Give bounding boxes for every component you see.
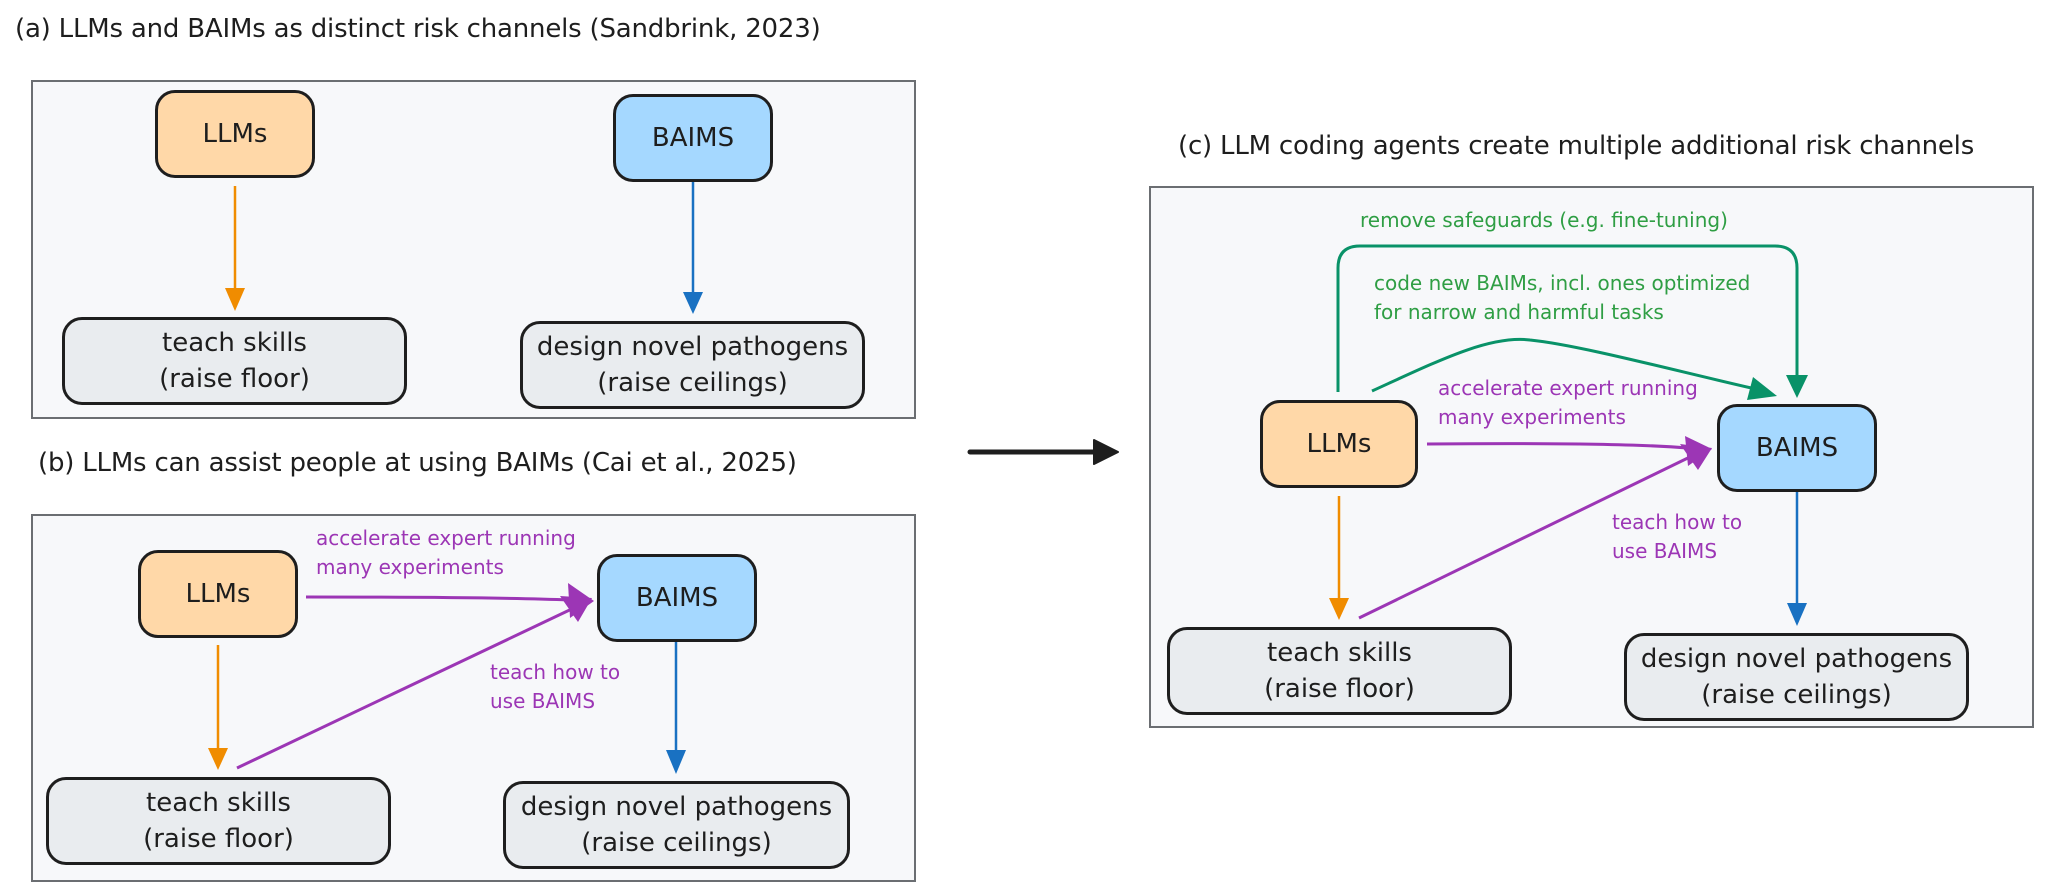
panel-c-remove-safeguards-label: remove safeguards (e.g. fine-tuning) [1360,208,1728,232]
panel-c-code-new-baims-label: code new BAIMs, incl. ones optimized for… [1374,269,1750,327]
panel-b-llm-node: LLMs [138,550,298,638]
llm-label: LLMs [1306,429,1372,459]
design-line1: design novel pathogens [1640,644,1953,674]
llm-label: LLMs [185,579,251,609]
design-line2: (raise ceilings) [1701,680,1892,710]
panel-a-baim-node: BAIMS [613,94,773,182]
baim-label: BAIMS [635,583,719,613]
teach-how-line1: teach how to [1612,510,1743,534]
panel-b-teach-how-label: teach how to use BAIMS [490,658,620,716]
panel-b-accelerate-label: accelerate expert running many experimen… [316,524,576,582]
design-line1: design novel pathogens [520,792,833,822]
teach-how-line2: use BAIMS [1612,539,1718,563]
panel-c-teach-skills-node: teach skills (raise floor) [1167,627,1512,715]
accelerate-line1: accelerate expert running [316,526,576,550]
llm-label: LLMs [202,119,268,149]
panel-c-title: (c) LLM coding agents create multiple ad… [1178,131,1975,161]
panel-c-llm-node: LLMs [1260,400,1418,488]
panel-c-design-pathogens-node: design novel pathogens (raise ceilings) [1624,633,1969,721]
panel-b-design-pathogens-node: design novel pathogens (raise ceilings) [503,781,850,869]
code-new-line1: code new BAIMs, incl. ones optimized [1374,271,1751,295]
baim-label: BAIMS [1755,433,1839,463]
teach-skills-line1: teach skills [146,788,291,818]
teach-skills-line2: (raise floor) [159,364,310,394]
teach-how-line2: use BAIMS [490,689,596,713]
panel-b-teach-skills-node: teach skills (raise floor) [46,777,391,865]
accelerate-line2: many experiments [316,555,504,579]
teach-skills-line2: (raise floor) [143,824,294,854]
accelerate-line2: many experiments [1438,405,1626,429]
design-line2: (raise ceilings) [581,828,772,858]
code-new-line2: for narrow and harmful tasks [1374,300,1664,324]
teach-skills-line1: teach skills [162,328,307,358]
panel-a-design-pathogens-node: design novel pathogens (raise ceilings) [520,321,865,409]
teach-how-line1: teach how to [490,660,621,684]
panel-a-llm-node: LLMs [155,90,315,178]
design-line2: (raise ceilings) [597,368,788,398]
panel-a-teach-skills-node: teach skills (raise floor) [62,317,407,405]
panel-c-teach-how-label: teach how to use BAIMS [1612,508,1742,566]
transition-arrow [967,439,1119,465]
teach-skills-line1: teach skills [1267,638,1412,668]
panel-a-title: (a) LLMs and BAIMs as distinct risk chan… [15,14,821,44]
baim-label: BAIMS [651,123,735,153]
panel-c-accelerate-label: accelerate expert running many experimen… [1438,374,1698,432]
accelerate-line1: accelerate expert running [1438,376,1698,400]
design-line1: design novel pathogens [536,332,849,362]
panel-b-baim-node: BAIMS [597,554,757,642]
teach-skills-line2: (raise floor) [1264,674,1415,704]
panel-c-baim-node: BAIMS [1717,404,1877,492]
panel-b-title: (b) LLMs can assist people at using BAIM… [38,448,797,478]
